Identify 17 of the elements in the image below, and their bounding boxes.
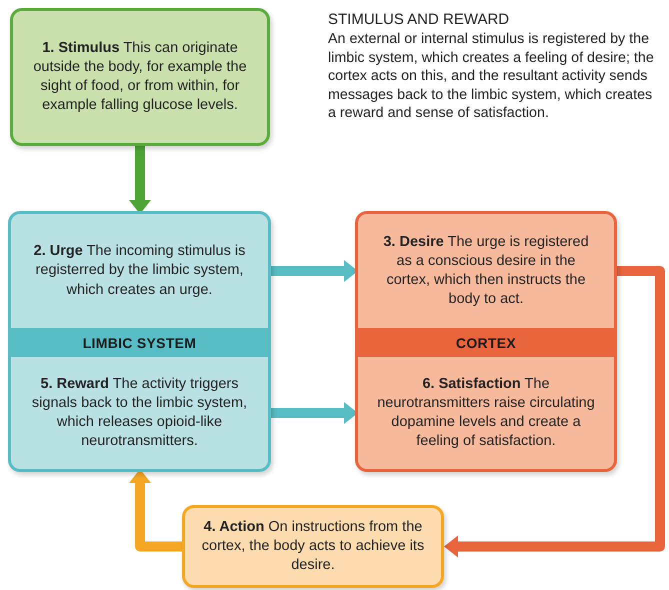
arrow [444,266,665,558]
diagram-title: STIMULUS AND REWARD [328,11,510,28]
stage-description: 3. Desire The urge is registered as a conscious desire in the cortex, which then instructs the body to act. [358,214,614,328]
arrow [129,146,151,214]
stage-description: 5. Reward The activity triggers signals back to the limbic system, which releases opioid-like neurotransmitters. [11,357,268,469]
stage-description: 6. Satisfaction The neurotransmitters raise circulating dopamine levels and create a feeling of satisfaction. [358,357,614,469]
arrow [129,469,182,552]
stage-box [10,8,270,146]
region-panel [8,211,271,472]
stage-box [182,505,444,588]
stage-description: 2. Urge The incoming stimulus is registerred by the limbic system, which creates an urge. [11,214,268,328]
region-label: LIMBIC SYSTEM [11,328,268,357]
stage-description: 1. Stimulus This can originate outside the body, for example the sight of food, or from within, for example falling glucose levels. [32,38,248,116]
stage-description: 4. Action On instructions from the cortex, the body acts to achieve its desire. [200,518,426,576]
description-text: An external or internal stimulus is registered by the limbic system, which creates a feeling of desire; the cortex acts on this, and the resultant activity sends messages back to the limbic system, which creates a reward and sense of satisfaction. [328,30,655,123]
region-label: CORTEX [358,328,614,357]
region-panel [355,211,617,472]
